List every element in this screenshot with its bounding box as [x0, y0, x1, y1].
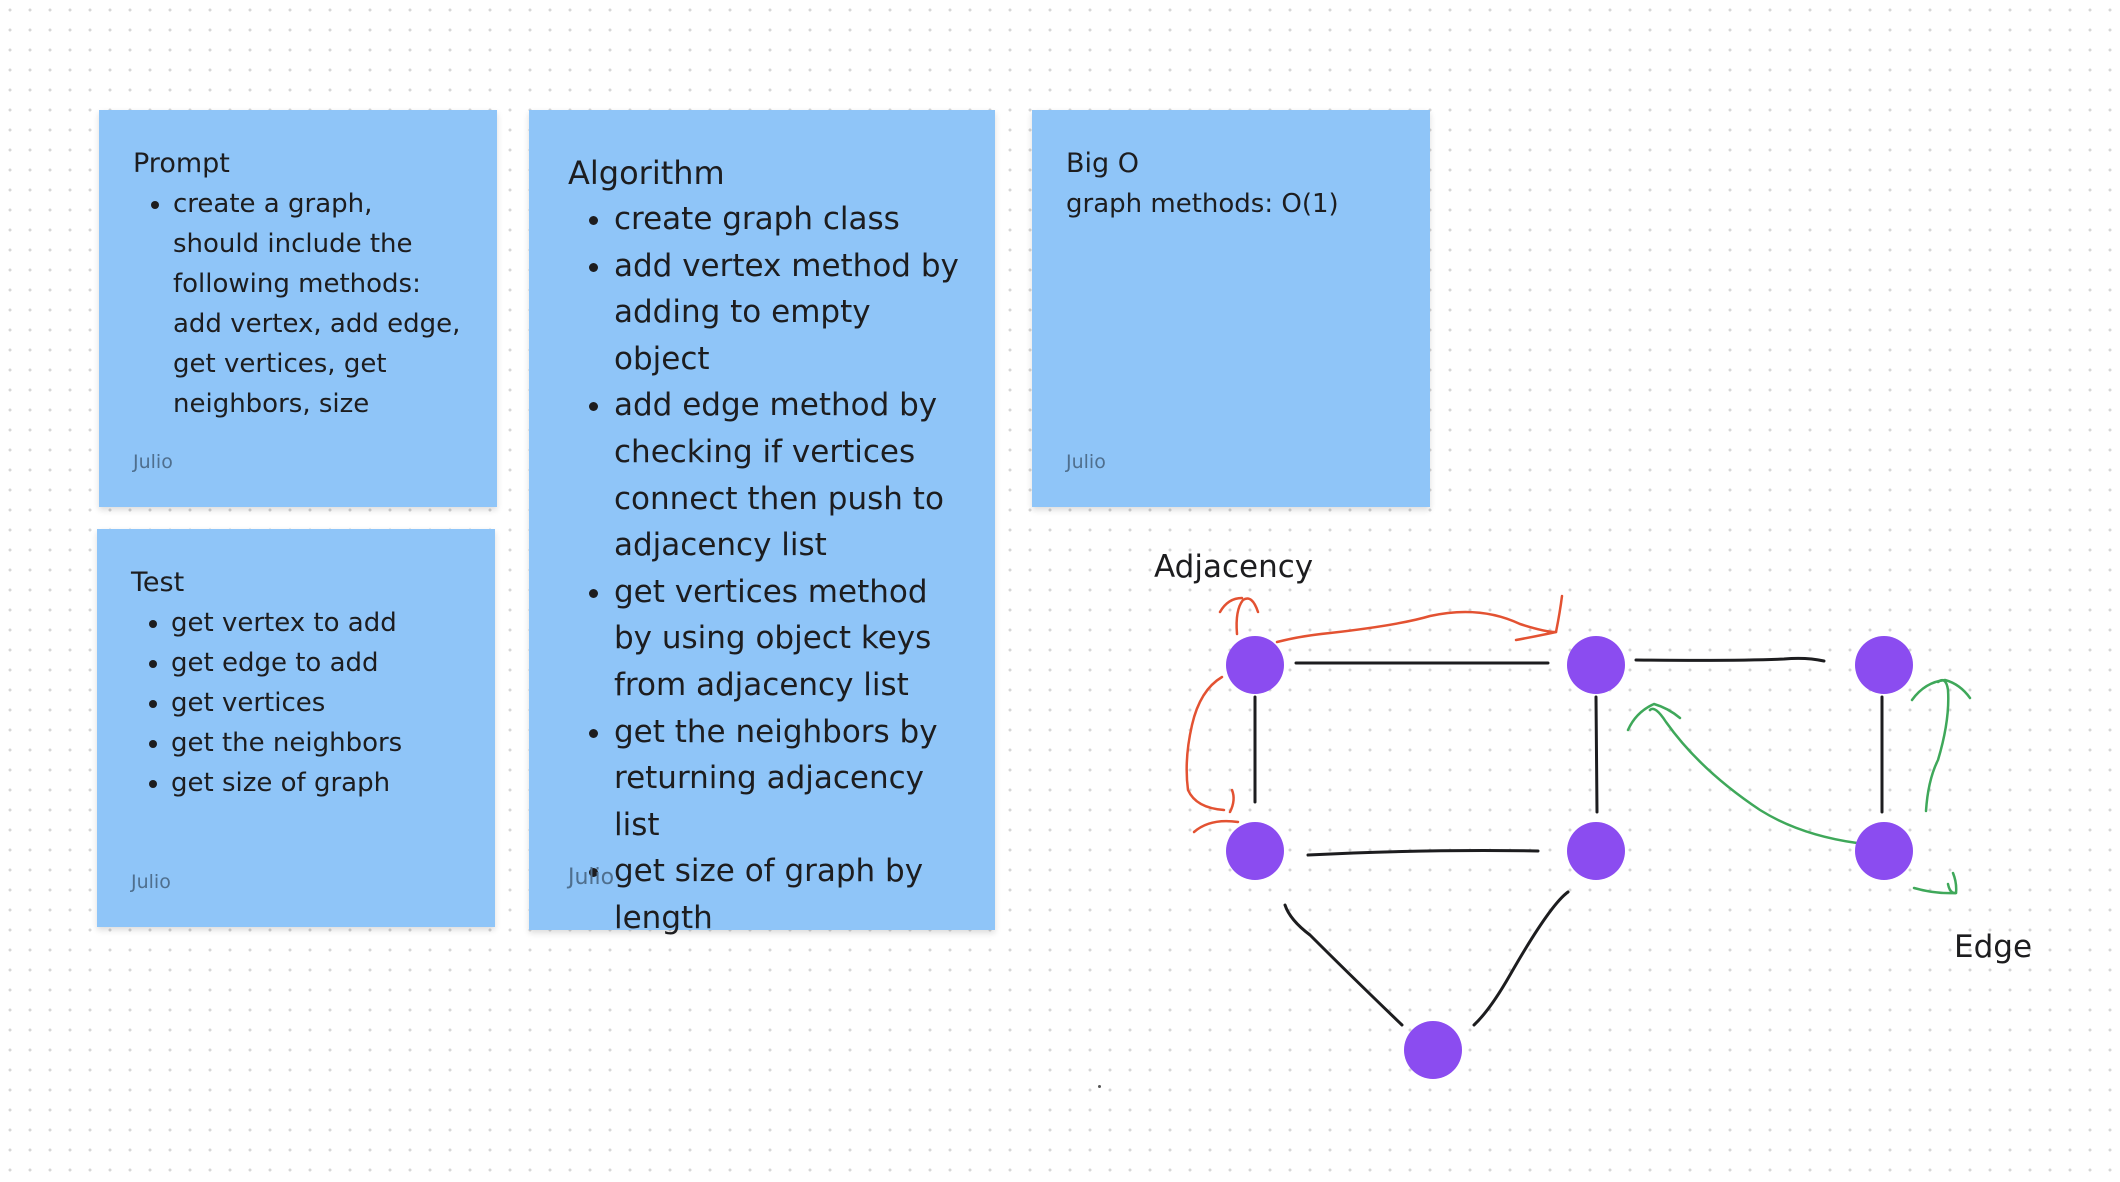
note-list: get vertex to add get edge to add get ve… — [131, 603, 461, 803]
note-title: Prompt — [133, 148, 230, 179]
graph-vertex[interactable] — [1404, 1021, 1462, 1079]
sticky-note-prompt[interactable]: Prompt create a graph, should include th… — [99, 110, 497, 507]
adjacency-label: Adjacency — [1154, 549, 1314, 585]
graph-edge[interactable] — [1594, 695, 1599, 814]
adjacency-arrows — [1185, 594, 1564, 834]
adjacency-arrow-head[interactable] — [1218, 596, 1244, 614]
note-list: create graph class add vertex method by … — [568, 196, 961, 942]
note-list-item: create graph class — [614, 196, 961, 243]
note-title: Algorithm — [568, 154, 725, 192]
note-list-item: get vertices — [171, 683, 461, 723]
note-list-item: get size of graph by length — [614, 848, 961, 941]
edge-arrow[interactable] — [1648, 707, 1859, 845]
note-author: Julio — [133, 451, 173, 473]
adjacency-arrow[interactable] — [1185, 675, 1226, 812]
note-list-item: get the neighbors by returning adjacency… — [614, 709, 961, 849]
graph-edge[interactable] — [1634, 656, 1826, 663]
note-list: create a graph, should include the follo… — [133, 184, 463, 424]
graph-edge[interactable] — [1306, 849, 1540, 857]
note-list-item: get size of graph — [171, 763, 461, 803]
sticky-note-test[interactable]: Test get vertex to add get edge to add g… — [97, 529, 495, 927]
note-list-item: add vertex method by adding to empty obj… — [614, 243, 961, 383]
graph-vertex[interactable] — [1567, 636, 1625, 694]
note-list-item: add edge method by checking if vertices … — [614, 382, 961, 568]
edge-arrow[interactable] — [1924, 679, 1950, 813]
sticky-note-big-o[interactable]: Big O graph methods: O(1) Julio — [1032, 110, 1430, 507]
graph-vertex[interactable] — [1855, 636, 1913, 694]
graph-vertex[interactable] — [1226, 636, 1284, 694]
graph-vertex[interactable] — [1855, 822, 1913, 880]
adjacency-arrow[interactable] — [1192, 819, 1240, 834]
edge-arrow-head[interactable] — [1626, 702, 1682, 732]
graph-vertices — [1226, 636, 1913, 1079]
edge-arrow-head[interactable] — [1910, 678, 1972, 702]
graph-edge[interactable] — [1283, 903, 1404, 1027]
note-list-item: get the neighbors — [171, 723, 461, 763]
note-list-item: get edge to add — [171, 643, 461, 683]
graph-edge[interactable] — [1472, 890, 1570, 1027]
note-author: Julio — [131, 871, 171, 893]
graph-edges — [1253, 656, 1884, 1027]
edge-arrows — [1626, 678, 1972, 895]
edge-arrow-head[interactable] — [1946, 871, 1958, 895]
note-title: Big O — [1066, 148, 1139, 179]
graph-vertex[interactable] — [1226, 822, 1284, 880]
adjacency-arrow[interactable] — [1275, 610, 1558, 644]
note-author: Julio — [1066, 451, 1106, 473]
edge-label: Edge — [1954, 929, 2033, 965]
adjacency-arrow[interactable] — [1235, 597, 1260, 636]
note-title: Test — [131, 567, 185, 598]
note-body: graph methods: O(1) — [1066, 189, 1339, 219]
adjacency-arrow-head[interactable] — [1514, 594, 1564, 642]
note-list-item: get vertex to add — [171, 603, 461, 643]
note-author: Julio — [568, 865, 615, 890]
adjacency-arrow-head[interactable] — [1228, 788, 1235, 814]
stray-dot — [1098, 1085, 1101, 1088]
note-list-item: create a graph, should include the follo… — [173, 184, 463, 424]
note-list-item: get vertices method by using object keys… — [614, 569, 961, 709]
graph-vertex[interactable] — [1567, 822, 1625, 880]
sticky-note-algorithm[interactable]: Algorithm create graph class add vertex … — [529, 110, 995, 936]
